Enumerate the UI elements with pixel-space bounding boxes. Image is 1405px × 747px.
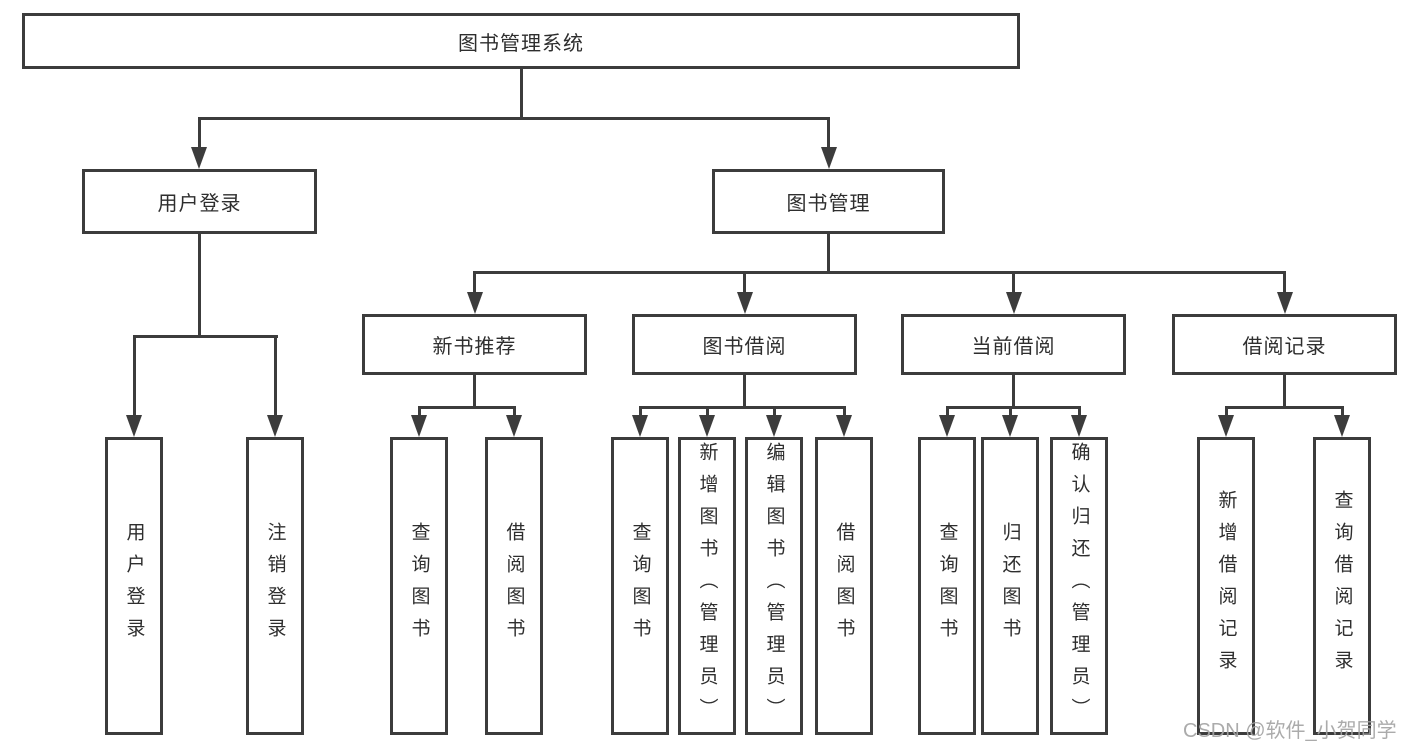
- connector-line: [772, 407, 776, 415]
- leaf-current-return-books-label: 归还图书: [999, 522, 1021, 650]
- connector-line: [638, 407, 642, 415]
- leaf-current-query-books: 查询图书: [918, 437, 976, 735]
- connector-line: [842, 407, 846, 415]
- leaf-logout-label: 注销登录: [264, 522, 286, 650]
- arrow-down: [766, 415, 782, 437]
- arrow-down: [632, 415, 648, 437]
- node-current-borrow-label: 当前借阅: [971, 336, 1056, 358]
- arrow-down: [411, 415, 427, 437]
- connector-line: [945, 407, 949, 415]
- leaf-current-confirm-return-admin: 确认归还（管理员）: [1050, 437, 1108, 735]
- leaf-user-login-label: 用户登录: [123, 522, 145, 650]
- connector-line: [638, 405, 846, 409]
- connector-line: [743, 272, 746, 292]
- arrow-down: [1276, 292, 1293, 314]
- leaf-record-query-borrow-record-label: 查询借阅记录: [1331, 490, 1353, 682]
- node-user-login-branch-label: 用户登录: [157, 193, 242, 215]
- connector-line: [473, 272, 476, 292]
- connector-line: [827, 118, 830, 148]
- leaf-recommend-query-books: 查询图书: [390, 437, 448, 735]
- node-book-management: 图书管理: [712, 169, 945, 234]
- node-root-label: 图书管理系统: [458, 32, 584, 55]
- connector-line: [132, 334, 278, 338]
- node-book-borrow-label: 图书借阅: [702, 336, 787, 358]
- arrow-down: [126, 415, 142, 437]
- connector-line: [197, 234, 201, 336]
- connector-line: [519, 68, 523, 118]
- leaf-borrow-query-books: 查询图书: [611, 437, 669, 735]
- connector-line: [1012, 272, 1015, 292]
- leaf-borrow-query-books-label: 查询图书: [629, 522, 651, 650]
- connector-line: [197, 118, 201, 148]
- leaf-logout: 注销登录: [246, 437, 304, 735]
- node-user-login-branch: 用户登录: [82, 169, 317, 234]
- leaf-record-add-borrow-record-label: 新增借阅记录: [1215, 490, 1237, 682]
- connector-line: [417, 407, 421, 415]
- connector-line: [705, 407, 709, 415]
- arrow-down: [699, 415, 715, 437]
- connector-line: [417, 405, 516, 409]
- leaf-borrow-borrow-books-label: 借阅图书: [833, 522, 855, 650]
- arrow-down: [1002, 415, 1018, 437]
- leaf-record-query-borrow-record: 查询借阅记录: [1313, 437, 1371, 735]
- arrow-down: [1218, 415, 1234, 437]
- connector-line: [743, 375, 746, 407]
- node-borrow-record-label: 借阅记录: [1242, 336, 1327, 358]
- node-new-book-recommend-label: 新书推荐: [432, 336, 517, 358]
- arrow-down: [1334, 415, 1350, 437]
- connector-line: [827, 234, 830, 272]
- leaf-user-login: 用户登录: [105, 437, 163, 735]
- connector-line: [512, 407, 516, 415]
- arrow-down: [466, 292, 483, 314]
- node-root: 图书管理系统: [22, 13, 1020, 69]
- arrow-down: [1071, 415, 1087, 437]
- watermark: CSDN @软件_小贺同学: [1183, 720, 1397, 742]
- node-book-borrow: 图书借阅: [632, 314, 857, 375]
- connector-line: [1283, 375, 1286, 407]
- leaf-current-confirm-return-admin-label: 确认归还（管理员）: [1068, 442, 1090, 730]
- connector-line: [273, 336, 277, 415]
- connector-line: [1224, 407, 1228, 415]
- connector-line: [473, 375, 476, 407]
- leaf-current-query-books-label: 查询图书: [936, 522, 958, 650]
- connector-line: [197, 116, 830, 120]
- arrow-down: [191, 147, 207, 169]
- connector-line: [1008, 407, 1012, 415]
- arrow-down: [1005, 292, 1022, 314]
- leaf-borrow-add-books-admin-label: 新增图书（管理员）: [696, 442, 718, 730]
- leaf-recommend-query-books-label: 查询图书: [408, 522, 430, 650]
- leaf-current-return-books: 归还图书: [981, 437, 1039, 735]
- arrow-down: [820, 147, 837, 169]
- connector-line: [132, 336, 136, 415]
- node-borrow-record: 借阅记录: [1172, 314, 1397, 375]
- leaf-borrow-edit-books-admin: 编辑图书（管理员）: [745, 437, 803, 735]
- connector-line: [1224, 405, 1344, 409]
- node-book-management-label: 图书管理: [786, 193, 871, 215]
- leaf-recommend-borrow-books-label: 借阅图书: [503, 522, 525, 650]
- arrow-down: [836, 415, 852, 437]
- node-new-book-recommend: 新书推荐: [362, 314, 587, 375]
- connector-line: [1340, 407, 1344, 415]
- arrow-down: [736, 292, 753, 314]
- connector-line: [1077, 407, 1081, 415]
- leaf-recommend-borrow-books: 借阅图书: [485, 437, 543, 735]
- arrow-down: [506, 415, 522, 437]
- leaf-record-add-borrow-record: 新增借阅记录: [1197, 437, 1255, 735]
- arrow-down: [939, 415, 955, 437]
- leaf-borrow-borrow-books: 借阅图书: [815, 437, 873, 735]
- connector-line: [473, 270, 1286, 274]
- arrow-down: [267, 415, 283, 437]
- connector-line: [945, 405, 1081, 409]
- leaf-borrow-add-books-admin: 新增图书（管理员）: [678, 437, 736, 735]
- connector-line: [1283, 272, 1286, 292]
- node-current-borrow: 当前借阅: [901, 314, 1126, 375]
- leaf-borrow-edit-books-admin-label: 编辑图书（管理员）: [763, 442, 785, 730]
- connector-line: [1012, 375, 1015, 407]
